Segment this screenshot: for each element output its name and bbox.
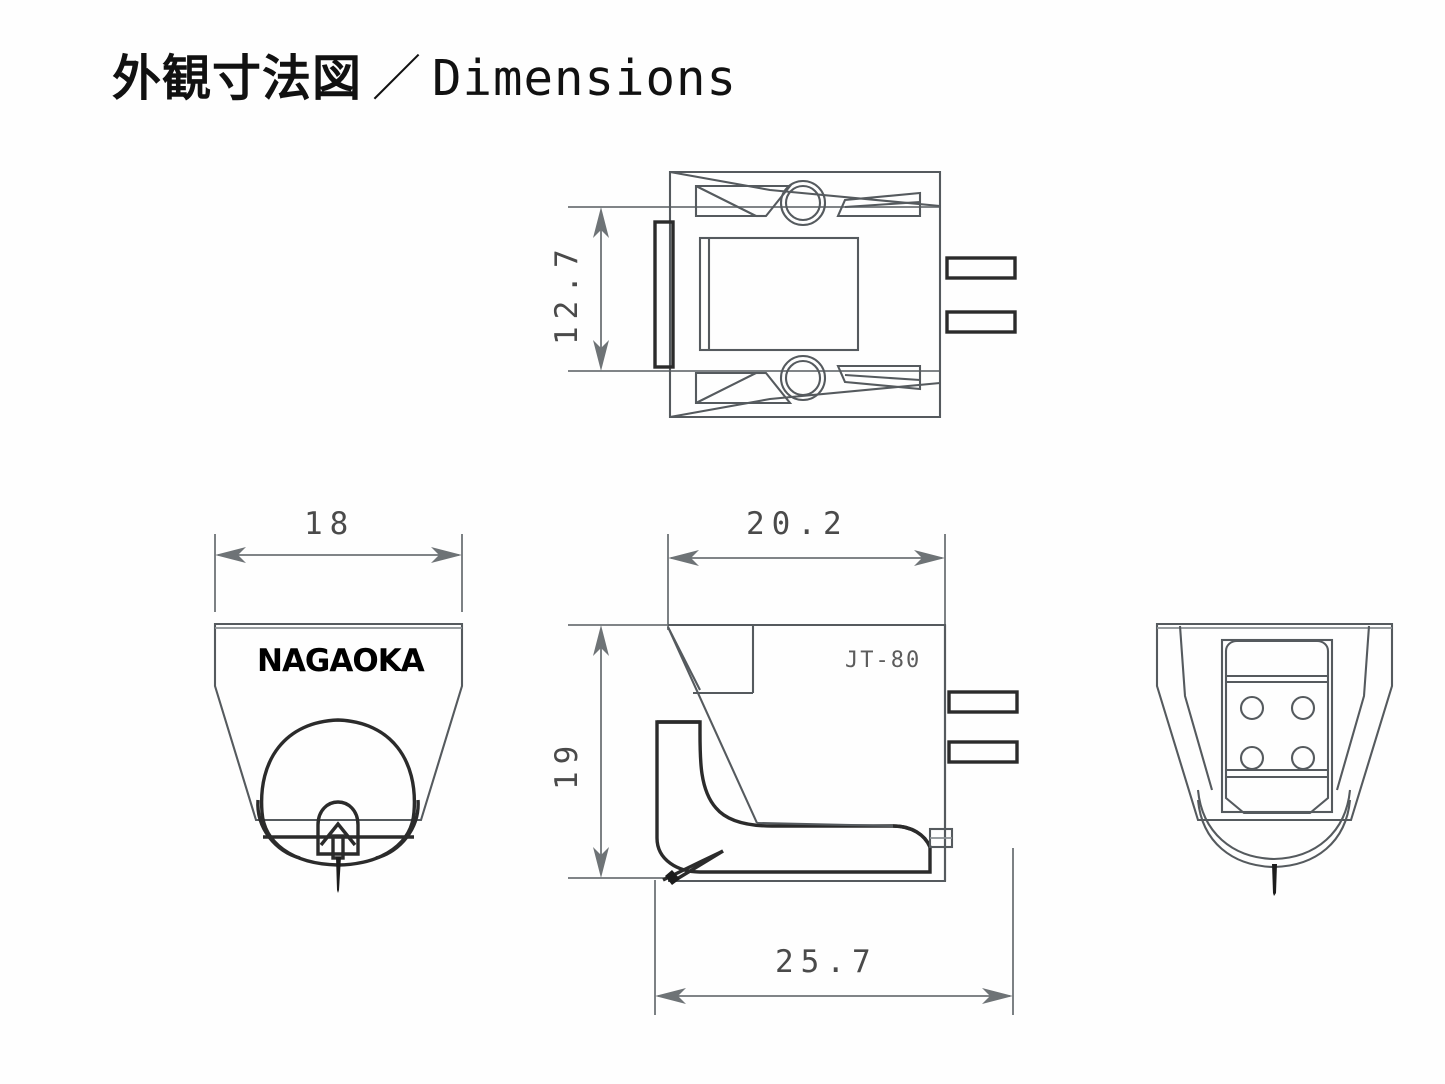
rear-view-stylus-guard xyxy=(1196,789,1352,869)
side-view-group: 20.2 19 25.7 xyxy=(549,506,1019,1015)
rear-view-pin-holes xyxy=(1239,695,1316,771)
side-view-taper xyxy=(667,626,758,824)
top-view-guard-plate xyxy=(653,220,675,369)
top-view-lower-mount xyxy=(694,354,922,405)
top-view-group: 12.7 xyxy=(549,170,1017,419)
top-view-upper-mount xyxy=(694,179,922,227)
top-view-extension-lines xyxy=(568,206,940,372)
rear-view-connector-plate xyxy=(1220,638,1334,815)
dimension-20-2: 20.2 xyxy=(667,506,946,630)
dimension-12-7: 12.7 xyxy=(549,207,609,371)
dimension-19: 19 xyxy=(549,624,680,879)
side-view-rear-stub xyxy=(928,827,954,849)
side-view-cantilever xyxy=(662,849,724,885)
front-view-group: 18 NAGAOKA xyxy=(213,506,464,893)
top-view-center-block xyxy=(698,236,860,352)
page-title-english: Dimensions xyxy=(432,50,738,107)
dimension-label-20-2: 20.2 xyxy=(746,506,849,542)
dimension-label-19: 19 xyxy=(549,739,585,790)
front-view-stylus-guard xyxy=(256,718,420,867)
part-number-label: JT-80 xyxy=(845,648,921,673)
side-view-shell xyxy=(655,720,932,874)
top-view-body xyxy=(668,170,942,419)
dimension-25-7: 25.7 xyxy=(654,848,1014,1015)
dimension-18: 18 xyxy=(214,506,463,612)
rear-view-stylus xyxy=(1272,864,1277,896)
title-separator: ／ xyxy=(372,50,423,107)
page-title: 外観寸法図／Dimensions xyxy=(112,54,737,103)
rear-view-body xyxy=(1155,622,1394,822)
brand-label: NAGAOKA xyxy=(257,643,425,679)
dimension-label-12-7: 12.7 xyxy=(549,242,585,345)
side-view-terminal-pins xyxy=(947,690,1019,764)
front-view-stylus-assembly xyxy=(263,800,414,893)
dimension-label-25-7: 25.7 xyxy=(775,944,878,980)
dimension-label-18: 18 xyxy=(304,506,355,542)
page-title-japanese: 外観寸法図 xyxy=(112,50,363,107)
top-view-terminal-pins xyxy=(945,256,1017,334)
rear-view-group xyxy=(1155,622,1394,896)
front-view-body xyxy=(213,622,464,822)
